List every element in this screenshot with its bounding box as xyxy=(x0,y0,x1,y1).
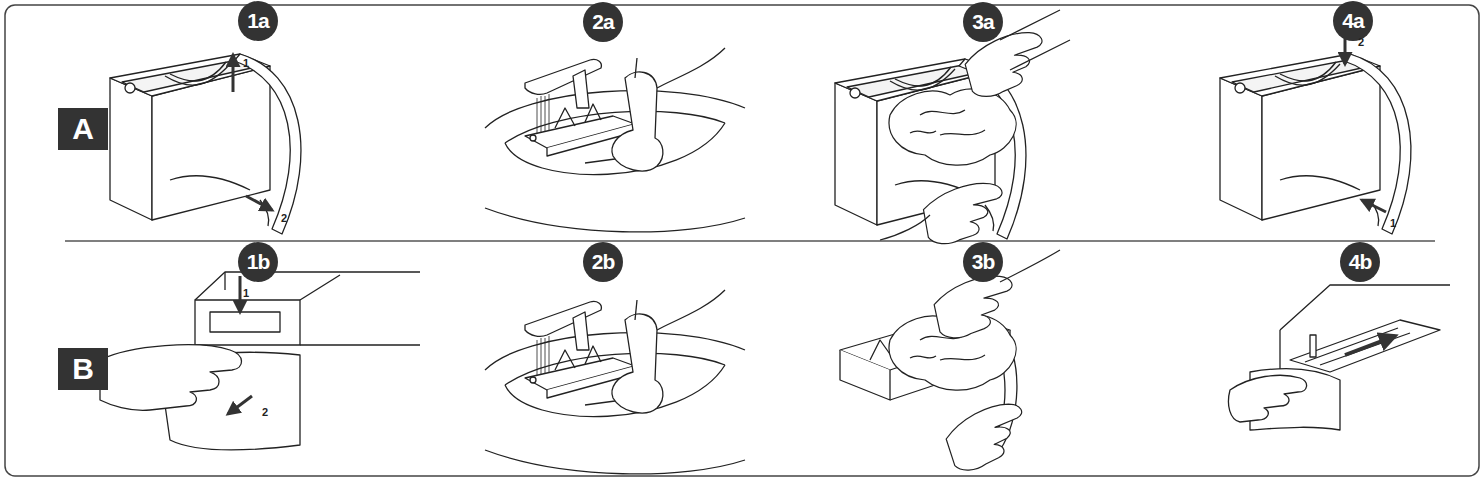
step-badge: 1b xyxy=(238,242,278,282)
section-label: B xyxy=(58,348,108,390)
arrow-order-number: 1 xyxy=(243,58,249,69)
step-badge: 3b xyxy=(963,242,1003,282)
step-number: 2b xyxy=(592,250,615,274)
section-letter: B xyxy=(72,352,94,386)
step-number: 1a xyxy=(247,9,268,33)
arrow-order-number: 2 xyxy=(262,407,268,418)
section-letter: A xyxy=(72,112,94,146)
step-badge: 2a xyxy=(583,2,623,42)
step-badge: 2b xyxy=(583,242,623,282)
arrow-order-number: 1 xyxy=(1390,218,1396,229)
step-number: 4a xyxy=(1342,9,1363,33)
step-number: 3a xyxy=(972,10,993,34)
step-number: 2a xyxy=(592,10,613,34)
step-number: 3b xyxy=(972,250,995,274)
section-label: A xyxy=(58,108,108,150)
arrow-order-number: 2 xyxy=(1358,37,1364,48)
step-badge: 3a xyxy=(963,2,1003,42)
step-number: 4b xyxy=(1349,250,1372,274)
step-number: 1b xyxy=(247,250,270,274)
arrow-order-number: 1 xyxy=(243,288,249,299)
step-badge: 4a xyxy=(1333,1,1373,41)
step-badge: 1a xyxy=(238,1,278,41)
step-badge: 4b xyxy=(1340,242,1380,282)
arrow-order-number: 2 xyxy=(281,213,287,224)
